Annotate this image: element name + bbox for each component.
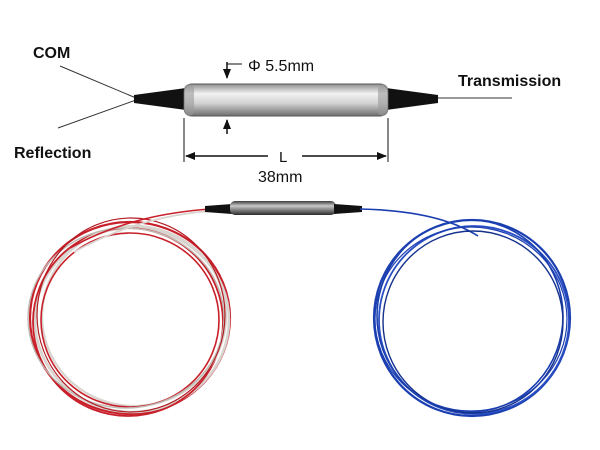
red-white-coil: [27, 217, 232, 417]
left-boot: [134, 88, 186, 110]
length-symbol: L: [279, 149, 287, 166]
tube-body: [183, 83, 389, 117]
right-boot: [386, 88, 438, 110]
transmission-label: Transmission: [458, 73, 561, 90]
com-label: COM: [33, 45, 70, 62]
length-value: 38mm: [258, 169, 302, 186]
red-white-lead-2: [73, 210, 211, 253]
product-illustration: [27, 201, 572, 418]
com-fiber: [59, 65, 137, 99]
photo-right-boot: [334, 204, 362, 214]
red-white-lead: [69, 208, 211, 249]
diameter-label: Φ 5.5mm: [248, 58, 314, 75]
reflection-label: Reflection: [14, 145, 91, 162]
tube-right-cap: [378, 84, 388, 116]
blue-lead: [359, 208, 479, 237]
schematic: Φ 5.5mm L 38mm COM Reflection Transmissi…: [14, 45, 561, 186]
blue-coil: [372, 218, 572, 418]
reflection-fiber: [57, 99, 137, 129]
photo-left-boot: [205, 204, 232, 214]
steel-tube: [230, 201, 336, 215]
tube-left-cap: [184, 84, 194, 116]
